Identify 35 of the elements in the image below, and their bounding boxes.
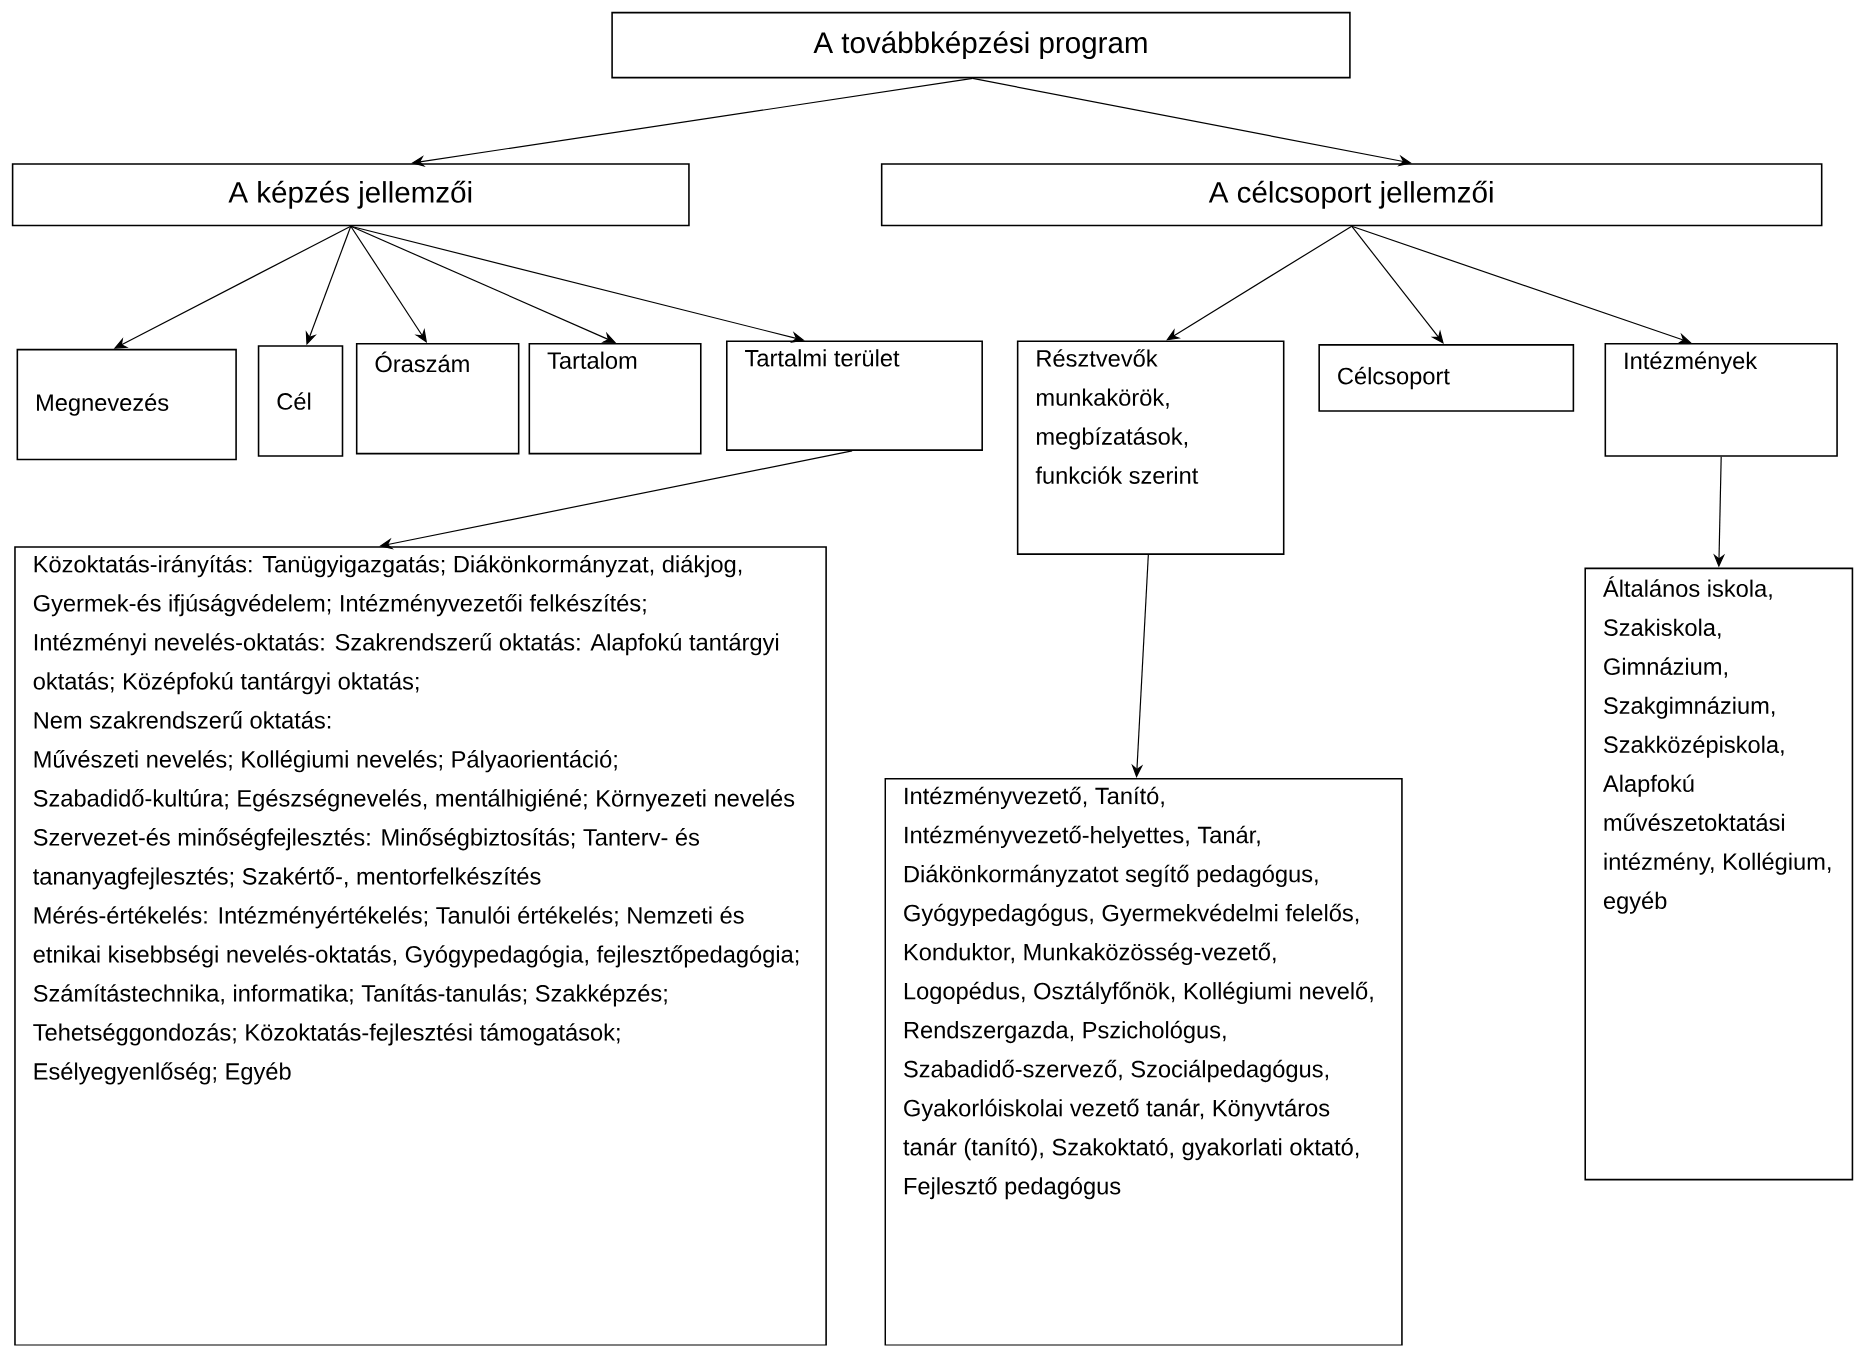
item-box xyxy=(1016,340,1285,556)
label: Tartalmi terület xyxy=(745,349,900,367)
category-box xyxy=(880,163,1823,227)
item-box xyxy=(726,340,983,452)
paragraph: Közoktatás-irányítás: Tanügyigazgatás; Diákönkormányzat, diákjog, Gyermek-és ifjúságvédelem; Intézményvezetői felkészítés; xyxy=(33,555,742,617)
label: Intézmények xyxy=(1625,351,1758,375)
item-box xyxy=(1604,343,1838,458)
paragraph: Szervezet-és minőségfejlesztés: Minőségbiztosítás; Tanterv- és tananyagfejlesztés; Szakértő-, mentorfelkészítés xyxy=(33,828,700,890)
item-box xyxy=(1318,344,1575,413)
label: Intézményvezető, Tanító, Intézményvezető-helyettes, Tanár, Diákönkormányzatot segítő pedagógus, Gyógypedagógus, Gyermekvédelmi felelős, Konduktor, Munkaközösség-vezető, Logopédus, Osztályfőnök, Kollégiumi nevelő, Rendszergazda, Pszichológus, Szabadidő-szervező, Szociálpedagógus, Gyakorlóiskolai vezető tanár, Könyvtáros tanár (tanító), Szakoktató, gyakorlati oktató, Fejlesztő pedagógus xyxy=(903,786,1373,1200)
label: A továbbképzési program xyxy=(813,31,1147,60)
label: Cél xyxy=(277,392,311,411)
text-box xyxy=(884,778,1403,1346)
label: Tartalom xyxy=(547,351,637,370)
arrow xyxy=(1166,225,1353,341)
label: Résztvevők munkakörök, megbízatások, funkciók szerint xyxy=(1035,349,1199,485)
item-box xyxy=(355,343,520,455)
category-box xyxy=(11,163,690,227)
paragraph: Nem szakrendszerű oktatás: xyxy=(34,711,331,729)
item-box xyxy=(257,345,344,458)
item-box xyxy=(528,343,702,455)
arrow xyxy=(972,78,1412,167)
label: Célcsoport xyxy=(1338,367,1450,390)
item-box xyxy=(16,349,237,461)
label: A képzés jellemzői xyxy=(228,181,472,209)
label: Óraszám xyxy=(375,351,469,373)
label: A célcsoport jellemzői xyxy=(1208,181,1493,209)
title-box xyxy=(611,12,1351,79)
text-box xyxy=(14,546,827,1346)
paragraph: Művészeti nevelés; Kollégiumi nevelés; Pályaorientáció; Szabadidő-kultúra; Egészségnevelés, mentálhigiéné; Környezeti nevelés xyxy=(33,750,795,812)
paragraph: Mérés-értékelés: Intézményértékelés; Tanulói értékelés; Nemzeti és etnikai kisebbségi nevelés-oktatás, Gyógypedagógia, fejlesztőpedagógia; Számítástechnika, informatika; Tanítás-tanulás; Szakképzés; Tehetséggondozás; Közoktatás-fejlesztési támogatások; Esélyegyenlőség; Egyéb xyxy=(33,906,799,1085)
label: Megnevezés xyxy=(37,393,169,416)
label: Általános iskola, Szakiskola, Gimnázium, Szakgimnázium, Szakközépiskola, Alapfokú művészetoktatási intézmény, Kollégium, egyéb xyxy=(1603,576,1831,914)
paragraph: Intézményi nevelés-oktatás: Szakrendszerű oktatás: Alapfokú tantárgyi oktatás; Középfokú tantárgyi oktatás; xyxy=(33,633,779,695)
text-box xyxy=(1584,567,1854,1181)
